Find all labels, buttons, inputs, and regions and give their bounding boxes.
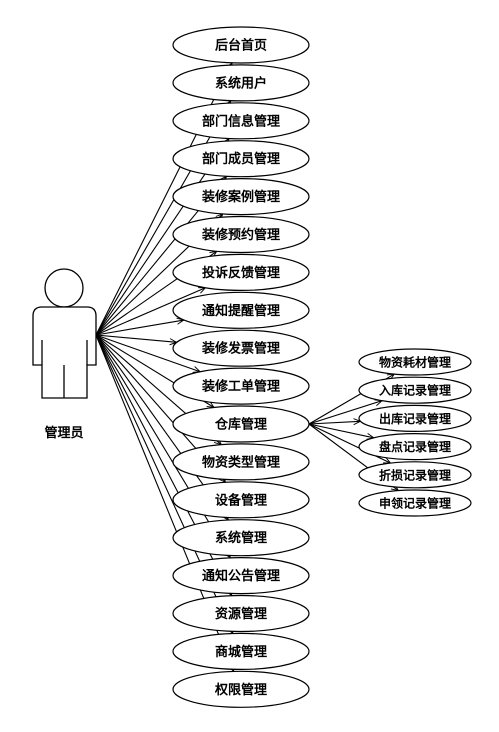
use-case-node-label: 资源管理 bbox=[215, 606, 267, 622]
use-case-node[interactable]: 资源管理 bbox=[172, 594, 310, 633]
use-case-node-shape bbox=[172, 329, 310, 367]
use-case-node[interactable]: 装修预约管理 bbox=[172, 215, 310, 254]
warehouse-sub-case-node[interactable]: 盘点记录管理 bbox=[358, 433, 472, 461]
use-case-node-shape bbox=[172, 670, 310, 708]
use-case-node-label: 设备管理 bbox=[215, 492, 267, 508]
use-case-node-label: 权限管理 bbox=[214, 682, 267, 698]
warehouse-sub-case-node-label: 出库记录管理 bbox=[379, 411, 451, 426]
include-arrow bbox=[308, 401, 382, 425]
use-case-node[interactable]: 系统用户 bbox=[172, 64, 310, 102]
warehouse-sub-case-node-shape bbox=[358, 348, 472, 376]
use-case-node-shape bbox=[172, 632, 310, 671]
association-arrow bbox=[95, 101, 231, 336]
warehouse-sub-case-node[interactable]: 申领记录管理 bbox=[358, 489, 472, 517]
use-case-node[interactable]: 投诉反馈管理 bbox=[172, 253, 310, 291]
use-case-node-label: 装修发票管理 bbox=[201, 341, 280, 357]
warehouse-sub-case-node-label: 折损记录管理 bbox=[379, 467, 451, 482]
use-case-node[interactable]: 物资类型管理 bbox=[172, 443, 310, 481]
use-case-node[interactable]: 通知提醒管理 bbox=[172, 291, 310, 329]
use-case-node-label: 物资类型管理 bbox=[202, 454, 280, 470]
warehouse-sub-case-node[interactable]: 入库记录管理 bbox=[358, 376, 472, 404]
actor-head bbox=[44, 268, 84, 308]
use-case-node-shape bbox=[172, 405, 310, 443]
use-case-node[interactable]: 部门成员管理 bbox=[172, 140, 310, 178]
use-case-node[interactable]: 装修案例管理 bbox=[172, 178, 310, 216]
use-case-node-label: 装修工单管理 bbox=[201, 379, 280, 395]
use-case-node-shape bbox=[172, 215, 310, 254]
association-arrow bbox=[95, 334, 230, 558]
use-case-node-shape bbox=[172, 291, 310, 329]
use-case-node-label: 通知提醒管理 bbox=[202, 303, 280, 319]
use-case-node-shape bbox=[172, 481, 310, 519]
actor-body bbox=[32, 306, 97, 399]
use-case-node[interactable]: 装修工单管理 bbox=[172, 367, 310, 405]
use-case-node[interactable]: 设备管理 bbox=[172, 481, 310, 519]
use-case-node[interactable]: 商城管理 bbox=[172, 632, 310, 671]
warehouse-sub-case-node[interactable]: 出库记录管理 bbox=[358, 404, 472, 432]
actor-figure bbox=[32, 268, 97, 399]
use-case-node-label: 部门信息管理 bbox=[202, 113, 280, 129]
association-arrow bbox=[95, 288, 205, 336]
use-case-node[interactable]: 装修发票管理 bbox=[172, 329, 310, 367]
warehouse-sub-case-node[interactable]: 折损记录管理 bbox=[358, 461, 472, 489]
use-case-node[interactable]: 后台首页 bbox=[172, 26, 310, 64]
use-case-node-shape bbox=[172, 178, 310, 216]
use-case-node[interactable]: 权限管理 bbox=[172, 670, 310, 708]
use-case-node-shape bbox=[172, 367, 310, 405]
use-case-node-label: 后台首页 bbox=[215, 38, 267, 54]
warehouse-sub-case-node-shape bbox=[358, 461, 472, 489]
warehouse-sub-case-node-shape bbox=[358, 489, 472, 517]
warehouse-sub-case-node[interactable]: 物资耗材管理 bbox=[358, 348, 472, 376]
association-arrow bbox=[95, 334, 177, 342]
use-case-node-label: 系统管理 bbox=[215, 530, 267, 546]
use-case-node[interactable]: 仓库管理 bbox=[172, 405, 310, 443]
warehouse-sub-case-node-shape bbox=[358, 433, 472, 461]
use-case-node-shape bbox=[172, 64, 310, 102]
use-case-node-shape bbox=[172, 102, 310, 140]
warehouse-sub-case-node-shape bbox=[358, 404, 472, 432]
use-case-node-shape bbox=[172, 140, 310, 178]
actor-label: 管理员 bbox=[44, 425, 83, 441]
use-case-node-label: 系统用户 bbox=[215, 75, 267, 91]
warehouse-sub-case-node-shape bbox=[358, 376, 472, 404]
use-case-node-shape bbox=[172, 443, 310, 481]
warehouse-sub-case-node-label: 申领记录管理 bbox=[379, 496, 451, 511]
warehouse-sub-case-node-label: 入库记录管理 bbox=[379, 383, 451, 398]
use-case-node-label: 商城管理 bbox=[215, 644, 267, 660]
use-case-node-label: 通知公告管理 bbox=[202, 568, 280, 584]
use-case-node-label: 仓库管理 bbox=[214, 417, 267, 433]
use-case-nodes: 后台首页系统用户部门信息管理部门成员管理装修案例管理装修预约管理投诉反馈管理通知… bbox=[172, 26, 472, 708]
warehouse-sub-case-node-label: 物资耗材管理 bbox=[379, 355, 451, 370]
use-case-node[interactable]: 通知公告管理 bbox=[172, 556, 310, 595]
association-arrow bbox=[95, 334, 200, 372]
use-case-node-shape bbox=[172, 556, 310, 595]
use-case-node-shape bbox=[172, 519, 310, 557]
warehouse-sub-case-node-label: 盘点记录管理 bbox=[379, 439, 451, 454]
association-arrow bbox=[95, 320, 184, 336]
use-case-node-label: 投诉反馈管理 bbox=[202, 265, 280, 281]
use-case-node-label: 部门成员管理 bbox=[202, 151, 280, 167]
use-case-node-shape bbox=[172, 594, 310, 633]
use-case-node-label: 装修预约管理 bbox=[201, 227, 280, 243]
use-case-node-shape bbox=[172, 253, 310, 291]
use-case-node-label: 装修案例管理 bbox=[201, 189, 280, 205]
use-case-node-shape bbox=[172, 26, 310, 64]
include-arrow bbox=[308, 423, 374, 438]
include-arrow bbox=[308, 421, 360, 424]
use-case-node[interactable]: 部门信息管理 bbox=[172, 102, 310, 140]
use-case-node[interactable]: 系统管理 bbox=[172, 519, 310, 557]
